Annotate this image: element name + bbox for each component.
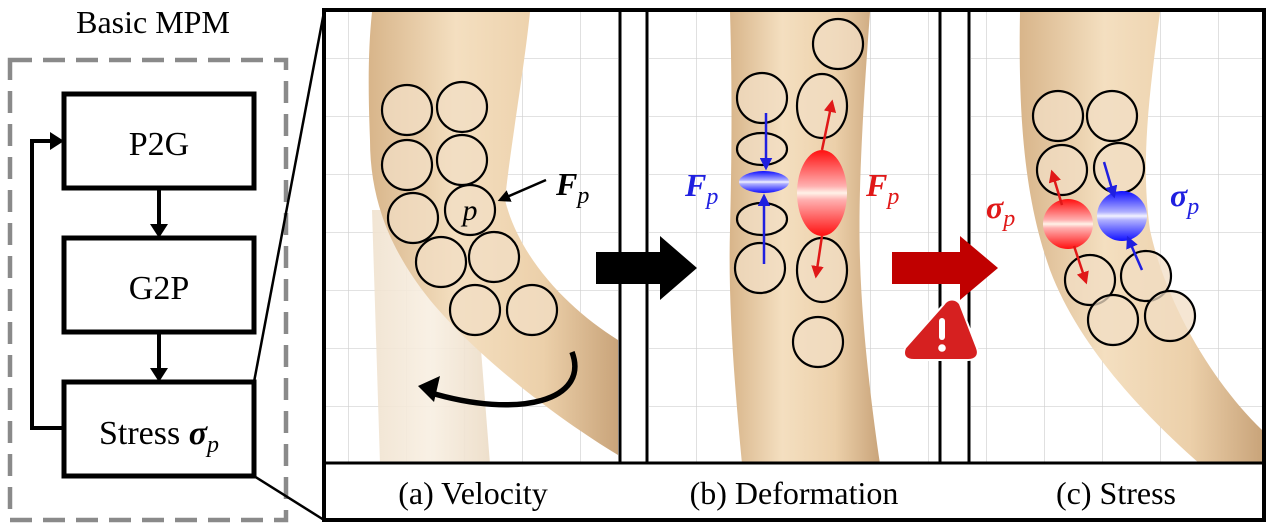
red-right-arrow-icon (892, 236, 998, 300)
stretched-particle (797, 150, 847, 236)
tension-arrows-c (1048, 169, 1089, 285)
stretched-label: Fp (865, 167, 899, 210)
zoom-lines (252, 11, 326, 522)
panel-stress: σp σp (971, 12, 1262, 464)
compressed-particle (739, 171, 789, 193)
particle-p-label: p (461, 194, 478, 227)
deformation-annotation-a: Fp (555, 166, 589, 209)
compressed-label: Fp (684, 167, 718, 210)
mpm-flowchart: Basic MPM P2G G2P Stress σp (7, 4, 289, 523)
warning-triangle-icon (903, 298, 979, 361)
rotation-icon (418, 351, 578, 408)
step-g2p: G2P (61, 235, 257, 335)
particles-c (1031, 89, 1197, 347)
step-stress-label: Stress σp (99, 415, 219, 458)
flow-arrows (30, 139, 161, 430)
flowchart-dashed-border (7, 57, 289, 523)
compression-particle (1097, 191, 1147, 241)
tension-label: σp (986, 189, 1015, 232)
step-g2p-label: G2P (129, 270, 189, 307)
caption-deformation: (b) Deformation (690, 475, 899, 511)
panel-velocity: p Fp (326, 12, 618, 464)
compression-arrows-b (757, 113, 773, 264)
flowchart-title: Basic MPM (76, 4, 230, 40)
particles-a (380, 80, 559, 337)
compression-label: σp (1170, 177, 1199, 220)
step-stress: Stress σp (61, 379, 257, 479)
panel-deformation: Fp Fp (649, 12, 938, 464)
particle-p (443, 183, 497, 237)
tension-arrows-b (811, 99, 837, 279)
flow-arrowheads (50, 132, 168, 382)
black-right-arrow-icon (596, 236, 697, 300)
particles-b (733, 17, 865, 369)
caption-velocity: (a) Velocity (398, 475, 548, 511)
compression-arrows-c (1102, 161, 1144, 271)
step-p2g-label: P2G (129, 126, 189, 163)
caption-stress: (c) Stress (1056, 475, 1176, 511)
tension-particle (1043, 199, 1093, 249)
step-p2g: P2G (61, 91, 257, 191)
